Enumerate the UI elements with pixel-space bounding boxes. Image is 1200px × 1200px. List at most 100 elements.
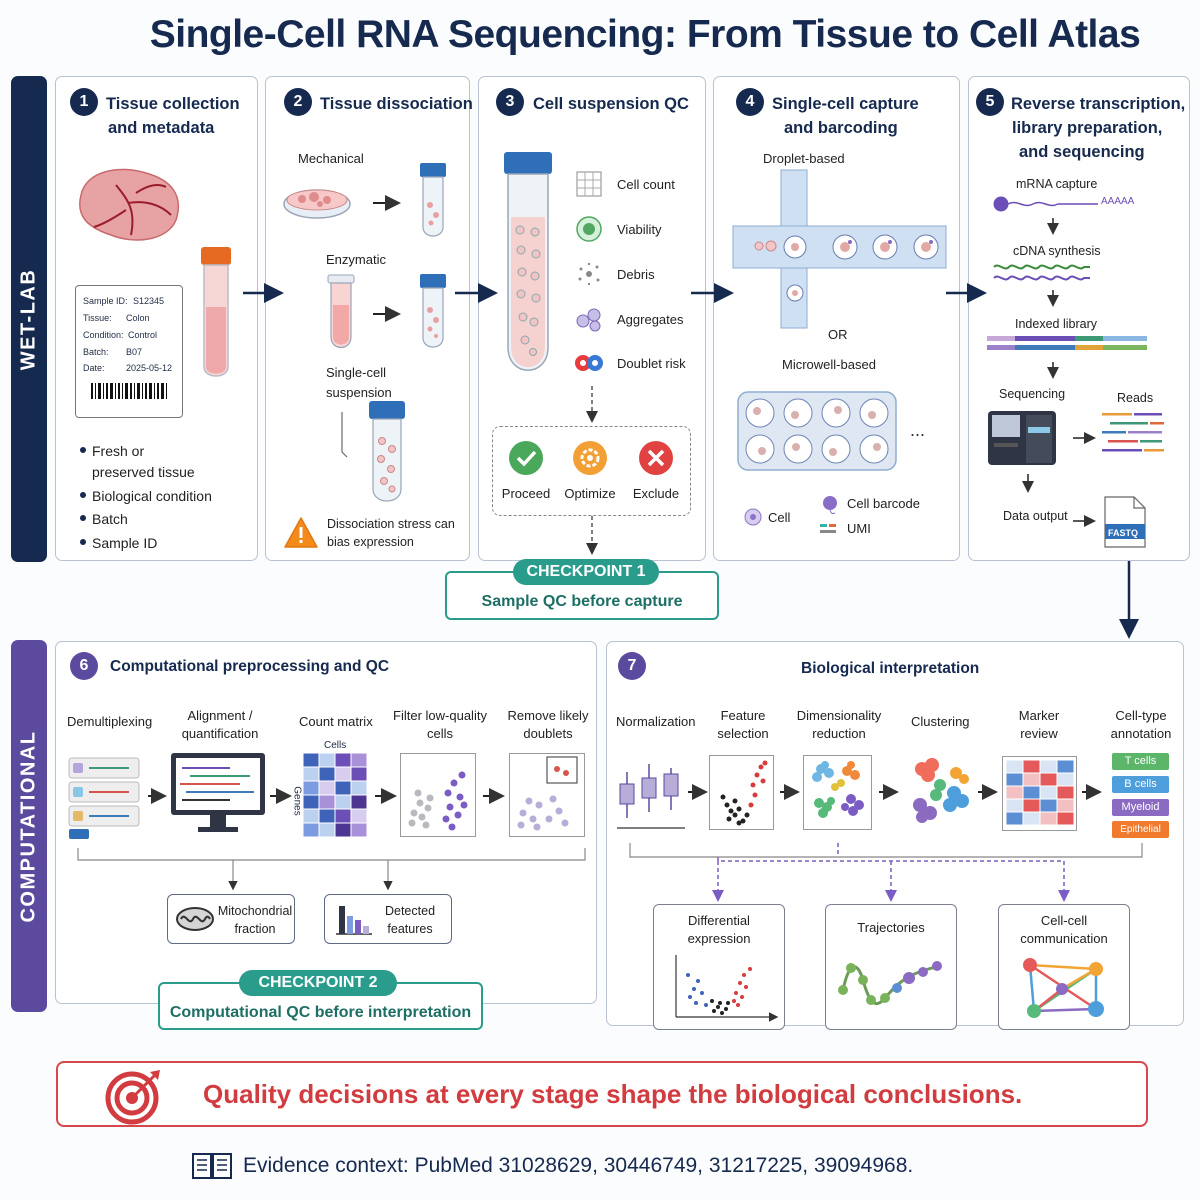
count-matrix-heatmap — [302, 752, 368, 838]
mitochondria-icon — [176, 907, 214, 931]
pipette-icon — [341, 412, 348, 458]
step5-panel — [968, 76, 1190, 561]
stage-alignment-l2: quantification — [181, 726, 259, 741]
qc-detected-l1: Detected — [384, 904, 436, 918]
barcode-icon — [91, 383, 167, 399]
network-icon — [1023, 958, 1104, 1018]
stage-filter-l1: Filter low-quality — [393, 708, 487, 723]
stage-celltype-l1: Cell-type — [1115, 708, 1167, 723]
label-tissue-value: Colon — [126, 313, 150, 323]
microwell-label: Microwell-based — [782, 357, 876, 372]
enzyme-tube-icon — [327, 274, 355, 349]
or-label: OR — [828, 327, 848, 342]
bullet-condition: Biological condition — [92, 488, 212, 504]
label-date-key: Date: — [83, 363, 105, 373]
checkpoint1-dashed-arrow — [586, 516, 598, 555]
data-output-label: Data output — [1003, 509, 1068, 523]
fastq-file-icon — [1104, 496, 1146, 548]
optimize-icon — [573, 441, 607, 475]
petri-dish-icon — [283, 189, 351, 219]
doublet-scatter-plot — [509, 753, 585, 837]
output-arrow — [1073, 515, 1096, 527]
legend-umi-label: UMI — [847, 521, 871, 536]
reads-label: Reads — [1117, 391, 1154, 405]
polya-label: AAAAA — [1101, 196, 1135, 207]
boxplot-icon — [617, 764, 685, 829]
conclusion-banner: Quality decisions at every stage shape t… — [56, 1061, 1148, 1127]
stage-filter-l2: cells — [426, 726, 453, 741]
enz-arrow — [373, 306, 401, 322]
stage-doublet-l1: Remove likely — [507, 708, 589, 723]
microwell-ellipsis: ... — [910, 420, 926, 440]
mechanical-label: Mechanical — [298, 151, 364, 166]
label-condition-key: Condition: — [83, 330, 124, 340]
warning-text-l2: bias expression — [327, 535, 414, 549]
metric-aggregates: Aggregates — [617, 312, 684, 327]
qc-dashed-arrow — [586, 386, 598, 423]
droplet-label: Droplet-based — [763, 151, 845, 166]
bullet-sample-id: Sample ID — [92, 535, 158, 551]
tube-suspension-icon — [369, 401, 405, 502]
feature-selection-icon — [709, 755, 774, 830]
target-icon — [105, 1070, 160, 1125]
warning-text-l1: Dissociation stress can — [327, 517, 455, 531]
downstream-ccc-l2: communication — [1020, 931, 1108, 946]
step3-number: 3 — [496, 88, 524, 116]
volcano-plot-icon — [675, 955, 779, 1022]
umap-icon — [803, 755, 872, 830]
tube-mechanical-icon — [420, 163, 446, 237]
step6-bracket — [77, 848, 586, 891]
viability-icon — [576, 216, 602, 242]
metric-viability: Viability — [617, 222, 662, 237]
stage-clustering: Clustering — [911, 714, 970, 729]
bar-chart-icon — [336, 906, 372, 935]
step2-title: Tissue dissociation — [320, 95, 473, 113]
stage-normalization: Normalization — [616, 714, 696, 729]
step7-bracket — [629, 843, 1143, 902]
celltype-myeloid: Myeloid — [1112, 799, 1169, 816]
step5-title-l1: Reverse transcription, — [1011, 95, 1186, 113]
bullet-fresh-l2: preserved tissue — [92, 464, 195, 480]
microfluidic-chip-icon — [732, 169, 947, 329]
label-sample-id-key: Sample ID: — [83, 296, 128, 306]
stage-demultiplexing: Demultiplexing — [67, 714, 153, 729]
legend-cell-icon — [744, 508, 762, 526]
stage-celltype-l2: annotation — [1110, 726, 1172, 741]
step7-title: Biological interpretation — [801, 660, 980, 677]
decision-box — [492, 426, 691, 516]
cell-count-icon — [576, 171, 602, 197]
de-box — [653, 904, 785, 1030]
step7-number: 7 — [618, 652, 646, 680]
tube-enzymatic-icon — [420, 274, 446, 348]
clustering-icon — [913, 758, 969, 823]
qc-detected-box — [324, 894, 452, 944]
matrix-cols-label: Cells — [324, 740, 347, 751]
legend-barcode-label: Cell barcode — [847, 496, 920, 511]
step6-title: Computational preprocessing and QC — [110, 658, 390, 675]
reads-icon — [1102, 413, 1164, 452]
cdna-arrow — [1047, 290, 1059, 307]
downstream-de-l2: expression — [687, 931, 751, 946]
step6-arrows — [148, 788, 505, 804]
wetlab-band: WET-LAB — [11, 76, 47, 562]
label-condition-value: Control — [128, 330, 158, 340]
downstream-de-l1: Differential — [688, 913, 750, 928]
step2-number: 2 — [284, 88, 312, 116]
evidence-context: Evidence context: PubMed 31028629, 30446… — [243, 1154, 914, 1177]
step5-title-l3: and sequencing — [1019, 143, 1145, 161]
seq-down-arrow — [1022, 474, 1034, 493]
checkpoint2-text: Computational QC before interpretation — [169, 1004, 472, 1021]
mrna-arrow — [1047, 218, 1059, 235]
bullet-fresh-l1: Fresh or — [92, 443, 145, 459]
legend-umi-icon — [820, 524, 836, 533]
qc-detected-l2: features — [387, 922, 433, 936]
step6-number: 6 — [70, 652, 98, 680]
decision-proceed: Proceed — [501, 486, 551, 501]
legend-barcode-icon — [823, 496, 837, 515]
stage-feature-l2: selection — [717, 726, 769, 741]
suspension-label-l2: suspension — [326, 385, 392, 400]
step7-arrows — [688, 784, 1102, 800]
mrna-bead-icon — [993, 196, 1098, 212]
tissue-organ-icon — [79, 168, 180, 241]
